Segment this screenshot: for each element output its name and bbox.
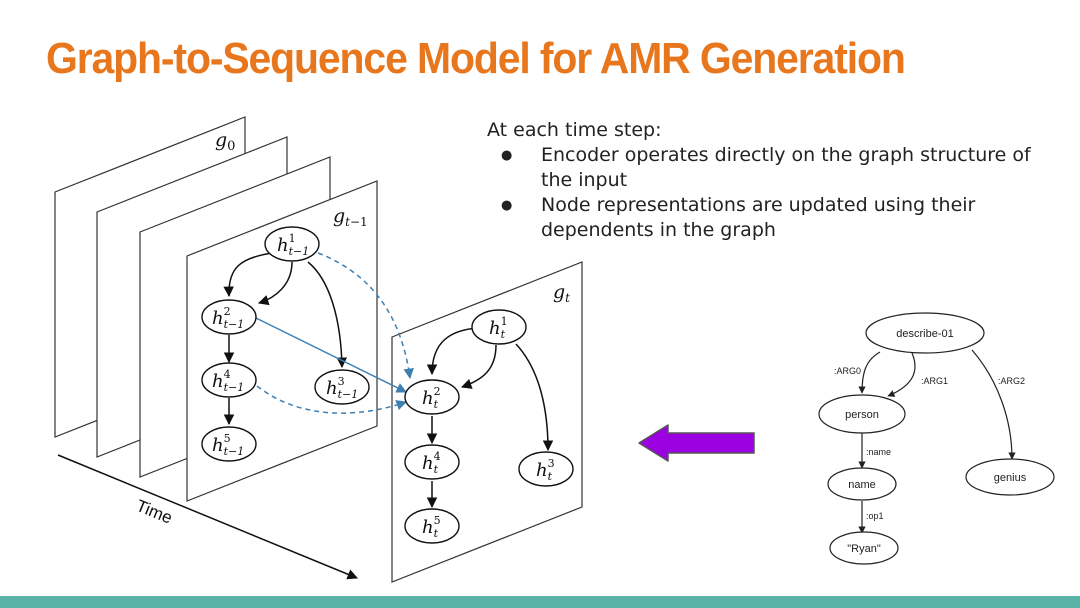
edge-prev [223, 252, 273, 298]
svg-text:h4t−1: h4t−1 [212, 368, 244, 394]
edge-prev [257, 261, 293, 306]
amr-node-person: person [818, 394, 906, 434]
svg-text:h2t−1: h2t−1 [212, 305, 244, 331]
amr-edge-label-arg2: :ARG2 [998, 376, 1025, 386]
footer-bar [0, 596, 1080, 608]
svg-text:"Ryan": "Ryan" [847, 543, 881, 555]
amr-node-describe: describe-01 [865, 312, 985, 354]
amr-edge-label-arg0: :ARG0 [834, 366, 861, 376]
svg-text:h5t: h5t [422, 514, 441, 540]
svg-text:h1t: h1t [489, 315, 508, 341]
update-edge-dashed [317, 252, 414, 380]
bullet-list: Encoder operates directly on the graph s… [487, 143, 1067, 243]
svg-text:describe-01: describe-01 [896, 328, 953, 340]
edge-current [461, 344, 497, 389]
left-arrow-icon [638, 424, 755, 462]
update-edge-dashed [256, 385, 407, 414]
amr-node-name: name [827, 467, 897, 501]
svg-text:h5t−1: h5t−1 [212, 432, 244, 458]
amr-edge-label-name: :name [866, 447, 891, 457]
amr-edge-label-arg1: :ARG1 [921, 376, 948, 386]
bullet-block: At each time step: Encoder operates dire… [487, 118, 1067, 243]
svg-text:h1t−1: h1t−1 [277, 232, 309, 258]
svg-text:h3t−1: h3t−1 [326, 375, 358, 401]
svg-text:person: person [845, 409, 879, 421]
svg-text:name: name [848, 479, 876, 491]
svg-text:genius: genius [994, 472, 1027, 484]
edge-prev [307, 261, 348, 369]
svg-text:h2t: h2t [422, 385, 441, 411]
amr-node-genius: genius [965, 458, 1055, 496]
intro-text: At each time step: [487, 119, 662, 141]
bullet-item: Encoder operates directly on the graph s… [487, 143, 1067, 193]
svg-text:h4t: h4t [422, 450, 441, 476]
edge-current [515, 343, 554, 452]
graph-frame-prev [186, 180, 378, 502]
svg-text:h3t: h3t [536, 457, 555, 483]
amr-edge-arg1 [887, 352, 916, 397]
edge-current [426, 327, 479, 376]
amr-edge-label-op1: :op1 [866, 511, 884, 521]
slide-title: Graph-to-Sequence Model for AMR Generati… [46, 34, 906, 83]
graph-frame-current [391, 261, 583, 583]
time-axis [57, 454, 358, 580]
amr-edge-arg2 [971, 349, 1016, 460]
amr-graph: :ARG0 :ARG1 :ARG2 :name :op1 describe-01… [818, 312, 1055, 565]
amr-node-ryan: "Ryan" [829, 531, 899, 565]
bullet-item: Node representations are updated using t… [487, 193, 1067, 243]
update-edge-solid [255, 317, 407, 393]
amr-edge-arg0 [858, 351, 881, 394]
